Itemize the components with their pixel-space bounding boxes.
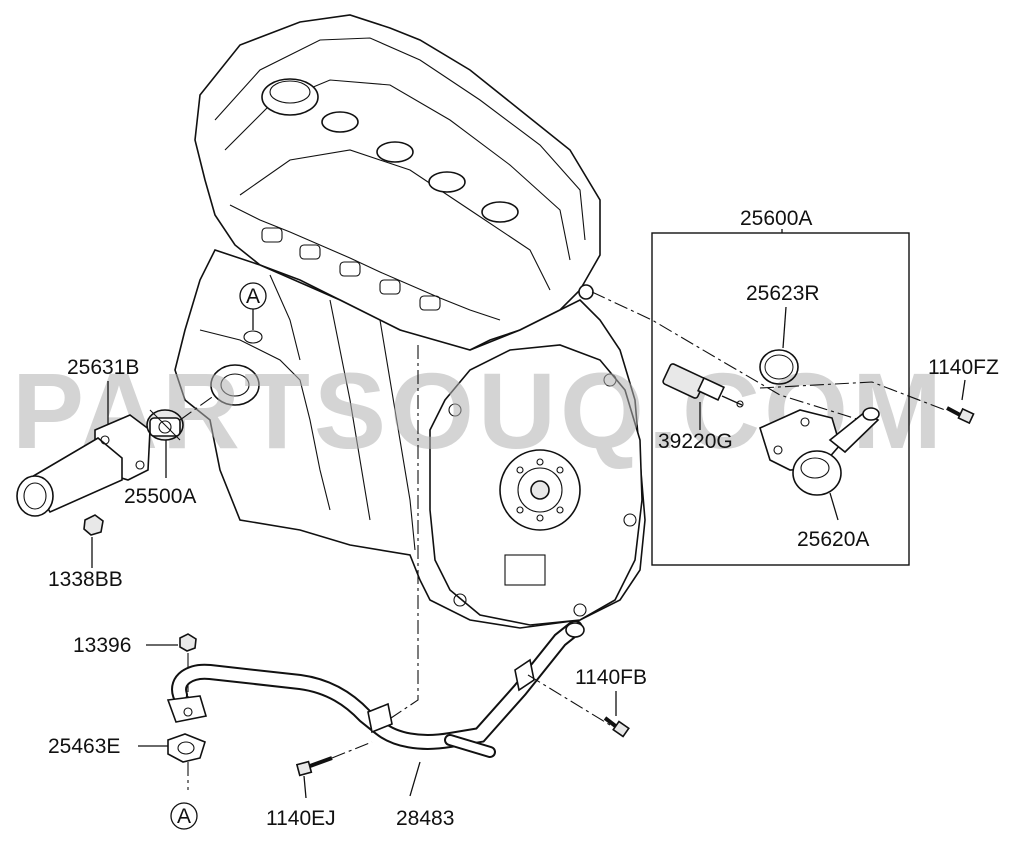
label-1140FB: 1140FB xyxy=(575,666,647,689)
part-28483-pipe: 28483 xyxy=(166,620,585,830)
ref-a-top-marker: A xyxy=(239,282,267,344)
part-1140FB: 1140FB xyxy=(575,666,647,738)
part-13396: 13396 xyxy=(73,633,197,657)
engine-block xyxy=(174,14,646,629)
label-28483: 28483 xyxy=(396,807,454,830)
label-25500A: 25500A xyxy=(124,485,196,508)
part-25623R: 25623R xyxy=(746,282,820,385)
label-25463E: 25463E xyxy=(48,735,120,758)
label-25600A: 25600A xyxy=(740,207,812,230)
assembly-25600A-box: 25600A xyxy=(651,207,910,566)
label-25620A: 25620A xyxy=(797,528,869,551)
part-1140FZ: 1140FZ xyxy=(928,356,999,425)
part-1338BB: 1338BB xyxy=(48,514,123,591)
ref-a-top-label: A xyxy=(246,285,260,308)
part-25620A: 25620A xyxy=(759,407,880,551)
label-13396: 13396 xyxy=(73,634,131,657)
label-1338BB: 1338BB xyxy=(48,568,123,591)
label-25631B: 25631B xyxy=(67,356,139,379)
part-25463E: 25463E xyxy=(48,733,206,763)
part-25631B: 25631B xyxy=(16,356,151,517)
label-1140EJ: 1140EJ xyxy=(266,807,336,830)
label-25623R: 25623R xyxy=(746,282,820,305)
ref-a-bottom-marker: A xyxy=(170,802,198,830)
ref-a-bottom-label: A xyxy=(177,805,191,828)
label-39220G: 39220G xyxy=(658,430,733,453)
part-39220G: 39220G xyxy=(658,363,744,453)
part-1140EJ: 1140EJ xyxy=(266,756,336,830)
part-25500A: 25500A xyxy=(124,409,196,508)
label-1140FZ: 1140FZ xyxy=(928,356,999,379)
